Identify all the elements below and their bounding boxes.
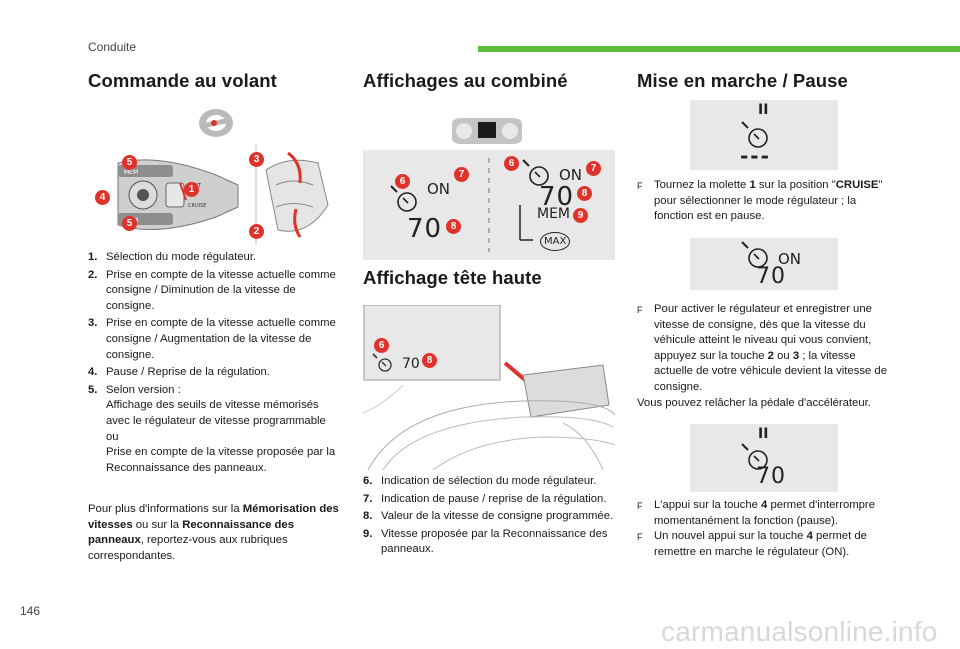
callout-badge: 4: [95, 190, 110, 205]
active-lcd-panel: ON 70: [690, 238, 838, 290]
legend-item: 3.Prise en compte de la vitesse actuelle…: [88, 317, 336, 361]
cluster-lcd-panel: ON 70 ON 70 MEM MAX: [363, 150, 615, 260]
legend-item: 1.Sélection du mode régulateur.: [88, 251, 257, 263]
legend-item: 7.Indication de pause / reprise de la ré…: [363, 492, 607, 505]
instruction-bullets: F L'appui sur la touche 4 permet d'inter…: [637, 498, 899, 560]
instrument-cluster-icon: [448, 116, 526, 146]
set-speed-value: 70: [539, 182, 575, 212]
section-accent-bar: [478, 46, 960, 52]
steering-controls-title: Commande au volant: [88, 70, 277, 91]
pause-speed-lcd-panel: II 70: [690, 424, 838, 492]
callout-badge: 8: [422, 353, 437, 368]
steering-controls-figure: MEM MEM LIMIT CRUISE: [88, 145, 338, 245]
more-info-note: Pour plus d'informations sur la Mémorisa…: [88, 503, 339, 562]
instruction-bullet: F Un nouvel appui sur la touche 4 permet…: [637, 530, 867, 558]
set-speed-value: 70: [407, 214, 443, 244]
start-pause-title: Mise en marche / Pause: [637, 70, 848, 91]
instruction-bullet: F L'appui sur la touche 4 permet d'inter…: [637, 499, 875, 527]
legend-item: 4.Pause / Reprise de la régulation.: [88, 366, 270, 379]
steering-wheel-icon: [196, 106, 236, 140]
on-indicator: ON: [427, 180, 451, 198]
callout-badge: 7: [454, 167, 469, 182]
paused-lcd-panel: II ---: [690, 100, 838, 170]
steering-controls-legend: 1.Sélection du mode régulateur. 2.Prise …: [88, 250, 343, 478]
instruction-bullet: F Pour activer le régulateur et enregist…: [637, 303, 887, 393]
on-indicator: ON: [559, 166, 583, 184]
legend-item: 5. Selon version : Affichage des seuils …: [88, 383, 336, 474]
callout-badge: 6: [395, 174, 410, 189]
callout-badge: 1: [184, 182, 199, 197]
callout-badge: 5: [122, 155, 137, 170]
svg-text:CRUISE: CRUISE: [188, 203, 206, 209]
section-label: Conduite: [88, 40, 137, 54]
callout-badge: 9: [573, 208, 588, 223]
callout-badge: 3: [249, 152, 264, 167]
callout-badge: 8: [446, 219, 461, 234]
max-indicator: MAX: [540, 232, 571, 251]
hud-speed-value: 70: [402, 356, 420, 372]
hud-display-title: Affichage tête haute: [363, 267, 542, 288]
mem-indicator: MEM: [537, 206, 571, 222]
callout-badge: 2: [249, 224, 264, 239]
display-legend: 6.Indication de sélection du mode régula…: [363, 474, 615, 560]
callout-badge: 6: [504, 156, 519, 171]
accelerator-note: Vous pouvez relâcher la pédale d'accélér…: [637, 397, 871, 409]
legend-item: 8.Valeur de la vitesse de consigne progr…: [363, 510, 614, 523]
legend-item: 9.Vitesse proposée par la Reconnaissance…: [363, 527, 608, 556]
no-speed-value: ---: [740, 144, 771, 168]
hud-figure: 70: [362, 304, 616, 471]
legend-item: 2.Prise en compte de la vitesse actuelle…: [88, 268, 336, 312]
callout-badge: 8: [577, 186, 592, 201]
page-number: 146: [20, 604, 41, 618]
cluster-display-title: Affichages au combiné: [363, 70, 568, 91]
pause-indicator: II: [758, 426, 769, 442]
callout-badge: 7: [586, 161, 601, 176]
site-watermark: carmanualsonline.info: [661, 616, 938, 647]
svg-text:MEM: MEM: [124, 169, 138, 176]
legend-item: 6.Indication de sélection du mode régula…: [363, 475, 597, 487]
set-speed-value: 70: [756, 264, 786, 289]
callout-badge: 5: [122, 216, 137, 231]
instruction-bullet: F Tournez la molette 1 sur la position "…: [637, 179, 883, 223]
callout-badge: 6: [374, 338, 389, 353]
set-speed-value: 70: [756, 464, 786, 489]
pause-indicator: II: [758, 102, 769, 118]
on-indicator: ON: [778, 250, 802, 268]
